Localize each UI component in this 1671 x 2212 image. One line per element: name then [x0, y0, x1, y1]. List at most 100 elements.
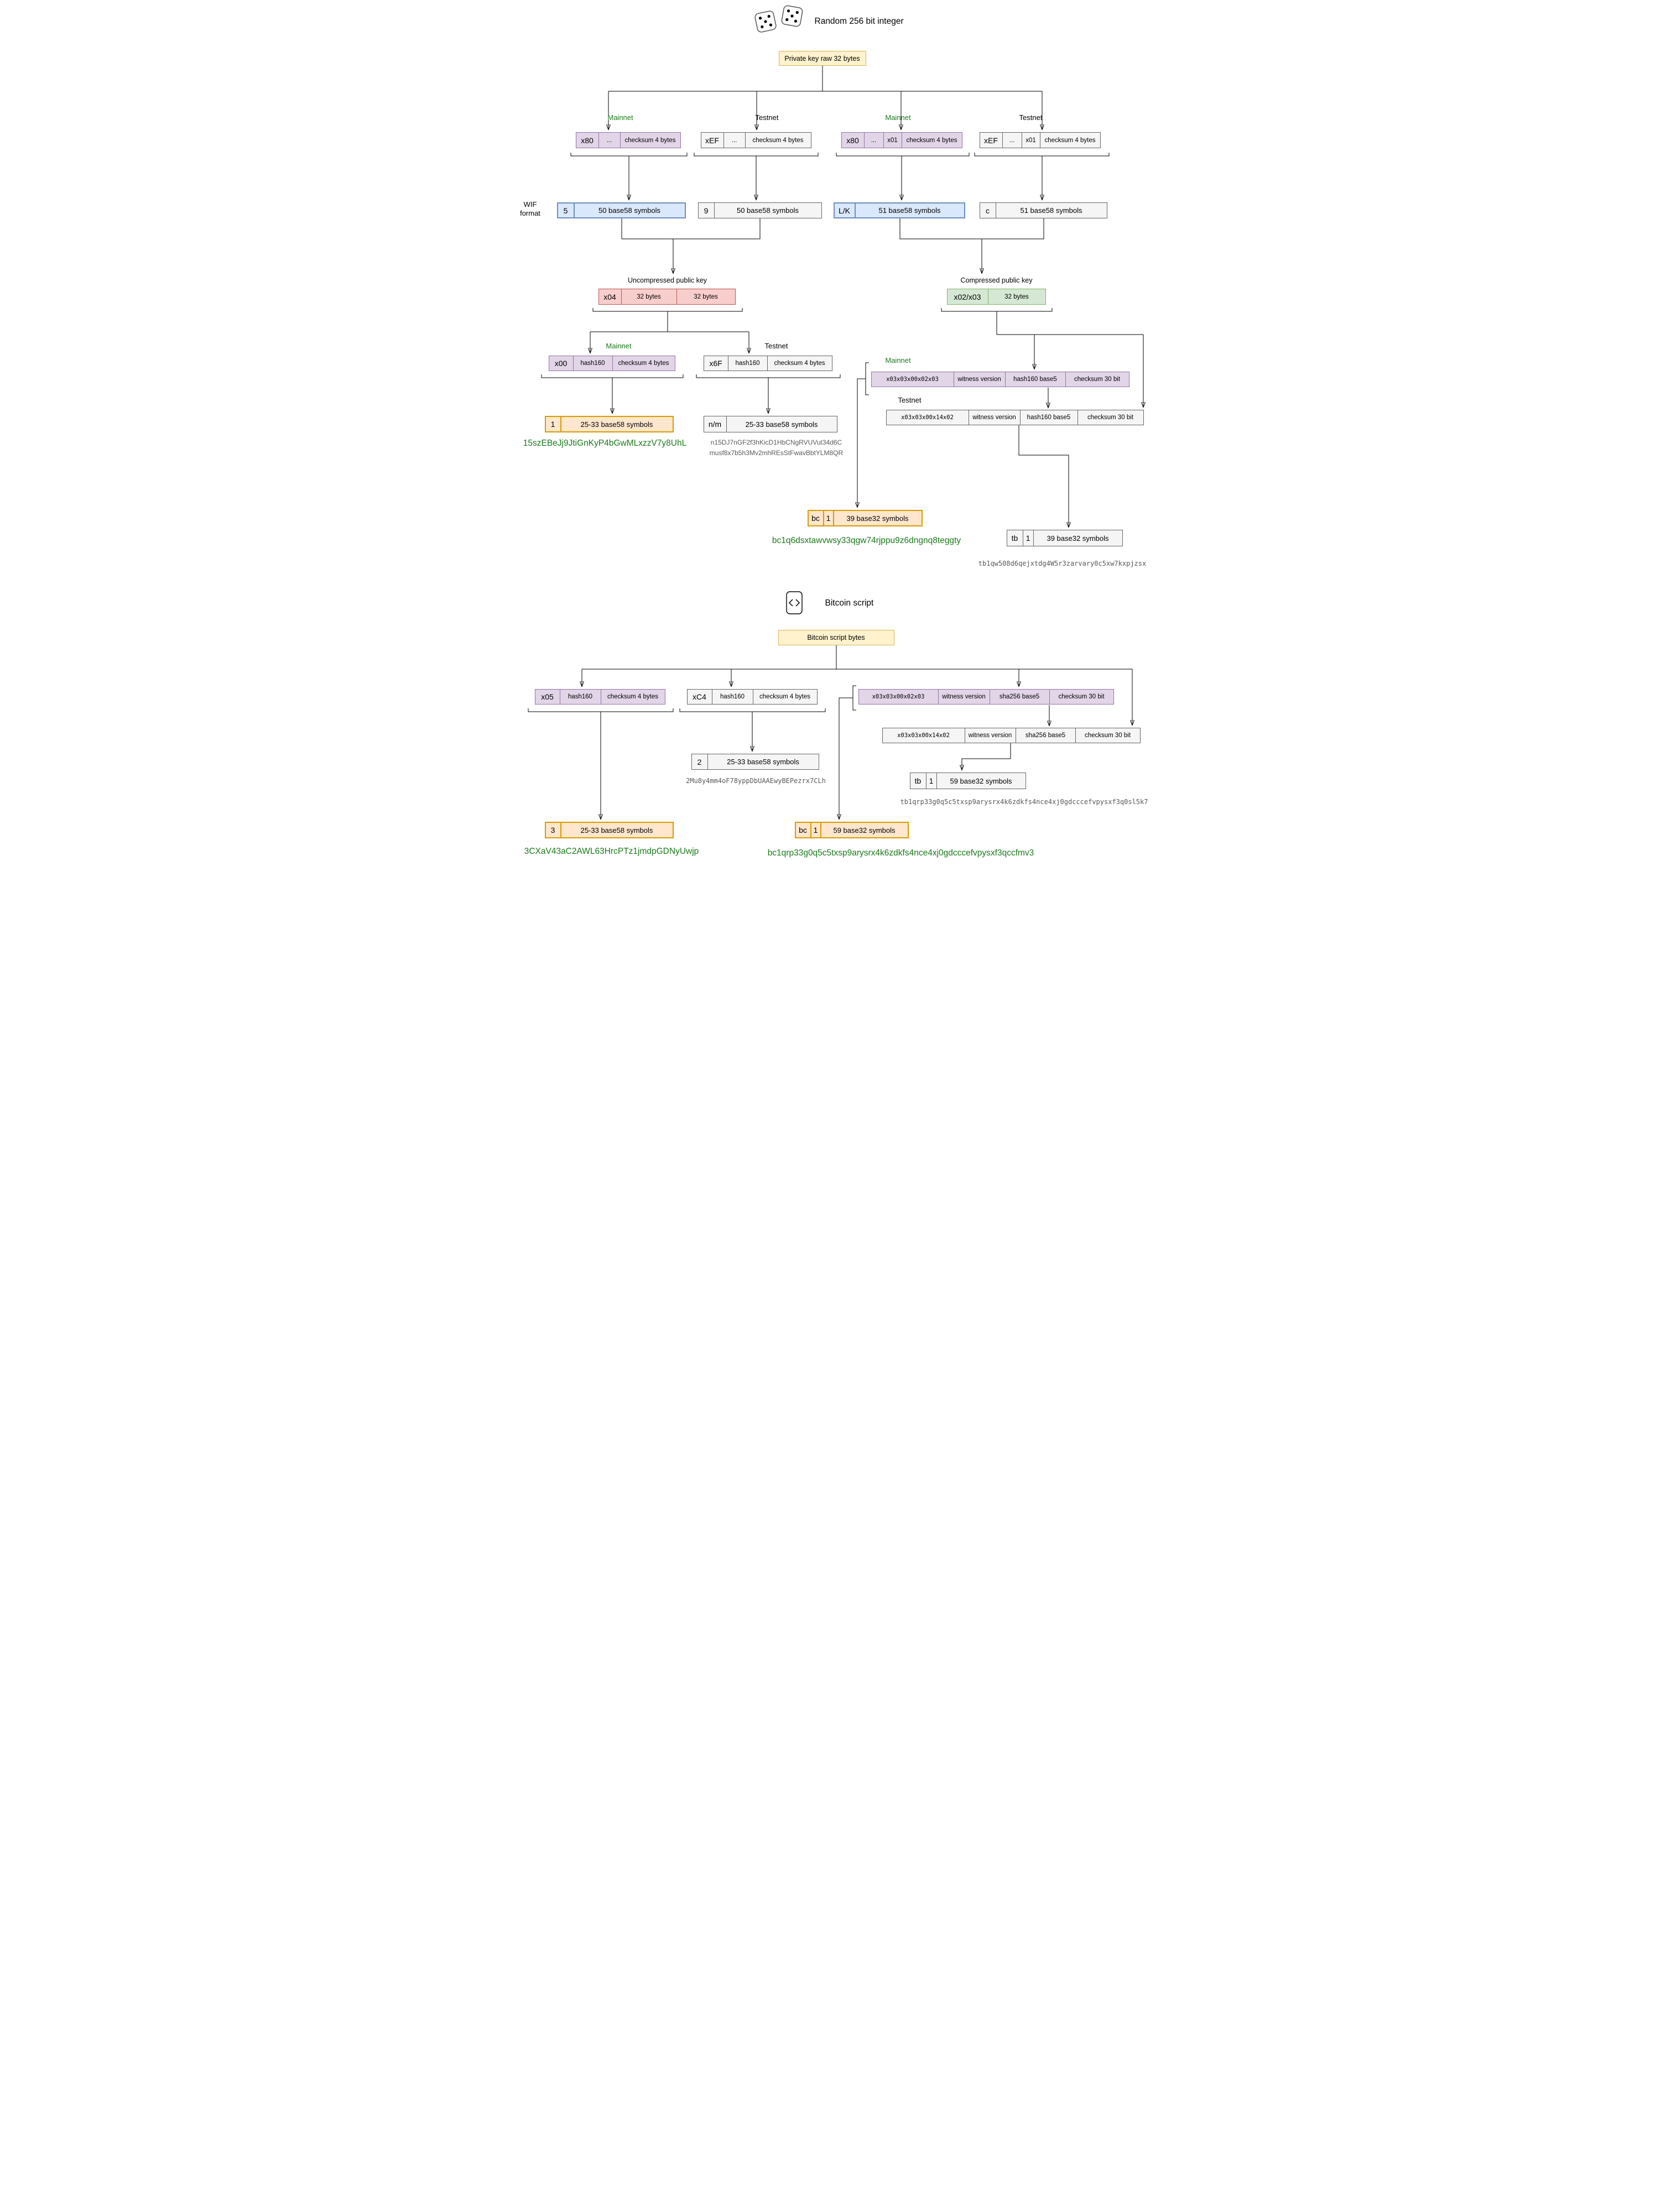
address-example-p2sh-mainnet: 3CXaV43aC2AWL63HrcPTz1jmdpGDNyUwjp: [524, 847, 699, 856]
checksum-bytes: checksum 4 bytes: [767, 356, 832, 371]
bech32-mainnet-address-row: bc 1 39 base32 symbols: [807, 510, 923, 526]
prefix-byte: x04: [598, 289, 622, 305]
prefix-byte: x00: [548, 356, 574, 371]
checksum-bits: checksum 30 bit: [1077, 410, 1144, 425]
wif-body: 50 base58 symbols: [573, 202, 686, 218]
bech32-mainnet-bytes-row: x03x03x00x02x03 witness version hash160 …: [871, 372, 1129, 387]
private-key-box: Private key raw 32 bytes: [778, 51, 866, 66]
sha256-base5: sha256 base5: [1015, 728, 1076, 743]
witness-version: witness version: [964, 728, 1016, 743]
segwit-script-mainnet-address-row: bc 1 59 base32 symbols: [794, 822, 909, 838]
segwit-script-mainnet-bytes-row: x03x03x00x02x03 witness version sha256 b…: [858, 689, 1114, 705]
wif-body: 51 base58 symbols: [854, 202, 965, 218]
p2pkh-mainnet-bytes-row: x00 hash160 checksum 4 bytes: [548, 356, 675, 371]
testnet-label: Testnet: [755, 113, 779, 122]
x-coordinate-bytes: 32 bytes: [621, 289, 677, 305]
address-body: 59 base32 symbols: [936, 773, 1026, 789]
checksum-bytes: checksum 4 bytes: [600, 689, 665, 705]
wif-label-line2: format: [520, 209, 540, 217]
wif-body: 51 base58 symbols: [995, 202, 1107, 218]
testnet-label: Testnet: [898, 396, 922, 404]
bitcoin-address-formats-diagram: Random 256 bit integer Private key raw 3…: [501, 0, 1170, 885]
privkey-testnet-bytes-row: xEF ... checksum 4 bytes: [700, 132, 811, 148]
bech32-testnet-address-row: tb 1 39 base32 symbols: [1006, 530, 1123, 546]
hash160-base5: hash160 base5: [1019, 410, 1078, 425]
p2pkh-mainnet-address-row: 1 25-33 base58 symbols: [544, 416, 674, 432]
mainnet-label: Mainnet: [885, 113, 911, 122]
checksum-bits: checksum 30 bit: [1075, 728, 1141, 743]
checksum-bytes: checksum 4 bytes: [745, 132, 811, 148]
address-example-bech32-mainnet: bc1q6dsxtawvwsy33qgw74rjppu9z6dngnq8tegg…: [772, 536, 961, 545]
address-body: 25-33 base58 symbols: [560, 416, 674, 432]
checksum-bytes: checksum 4 bytes: [901, 132, 962, 148]
p2sh-mainnet-address-row: 3 25-33 base58 symbols: [544, 822, 674, 838]
mainnet-label: Mainnet: [606, 342, 632, 350]
address-example-line1: n15DJ7nGF2f3hKicD1HbCNgRVUVut34d6C: [710, 439, 842, 446]
address-example-line2: musf8x7b5h3Mv2mhREsStFwavBbtYLM8QR: [709, 449, 844, 457]
checksum-bytes: checksum 4 bytes: [752, 689, 818, 705]
address-body: 25-33 base58 symbols: [560, 822, 674, 838]
code-icon: [785, 591, 803, 614]
page-title: Random 256 bit integer: [814, 17, 904, 26]
p2sh-mainnet-bytes-row: x05 hash160 checksum 4 bytes: [534, 689, 665, 705]
privkey-mainnet-bytes-row: x80 ... checksum 4 bytes: [575, 132, 681, 148]
p2sh-testnet-bytes-row: xC4 hash160 checksum 4 bytes: [686, 689, 818, 705]
address-prefix: n/m: [703, 416, 727, 432]
wif-mainnet-compressed-row: L/K 51 base58 symbols: [833, 202, 965, 218]
hrp-bytes: x03x03x00x14x02: [882, 728, 965, 743]
prefix-byte: x80: [575, 132, 599, 148]
p2sh-testnet-address-row: 2 25-33 base58 symbols: [691, 754, 819, 770]
x-coordinate-bytes: 32 bytes: [987, 289, 1046, 305]
wif-body: 50 base58 symbols: [714, 202, 822, 218]
address-prefix: 1: [544, 416, 561, 432]
wif-format-label: WIF format: [515, 200, 546, 218]
dice-icon: [754, 5, 803, 33]
payload-bytes: ...: [723, 132, 746, 148]
checksum-bytes: checksum 4 bytes: [1039, 132, 1101, 148]
sha256-base5: sha256 base5: [989, 689, 1050, 705]
payload-bytes: ...: [598, 132, 621, 148]
address-body: 39 base32 symbols: [1033, 530, 1123, 546]
testnet-label: Testnet: [1019, 113, 1043, 122]
address-hrp: tb: [1006, 530, 1023, 546]
script-bytes-box: Bitcoin script bytes: [778, 630, 894, 645]
privkey-mainnet-compressed-bytes-row: x80 ... x01 checksum 4 bytes: [841, 132, 962, 148]
address-body: 25-33 base58 symbols: [726, 416, 837, 432]
payload-bytes: ...: [1002, 132, 1022, 148]
checksum-bits: checksum 30 bit: [1049, 689, 1114, 705]
uncompressed-pubkey-label: Uncompressed public key: [627, 276, 707, 284]
address-example-p2pkh-testnet: n15DJ7nGF2f3hKicD1HbCNgRVUVut34d6C musf8…: [710, 437, 843, 458]
prefix-byte: x80: [841, 132, 865, 148]
uncompressed-pubkey-row: x04 32 bytes 32 bytes: [598, 289, 736, 305]
testnet-label: Testnet: [764, 342, 788, 350]
prefix-byte: x02/x03: [946, 289, 988, 305]
wif-prefix: 5: [556, 202, 575, 218]
address-body: 25-33 base58 symbols: [707, 754, 819, 770]
wif-prefix: L/K: [833, 202, 856, 218]
compressed-pubkey-label: Compressed public key: [960, 276, 1033, 284]
hrp-bytes: x03x03x00x02x03: [871, 372, 954, 387]
suffix-byte: x01: [883, 132, 902, 148]
hash160-bytes: hash160: [727, 356, 768, 371]
mainnet-label: Mainnet: [885, 356, 911, 364]
address-hrp: tb: [909, 773, 926, 789]
witness-version: witness version: [968, 410, 1021, 425]
address-separator: 1: [810, 822, 821, 838]
prefix-byte: xEF: [700, 132, 724, 148]
wif-testnet-compressed-row: c 51 base58 symbols: [979, 202, 1107, 218]
wif-mainnet-row: 5 50 base58 symbols: [556, 202, 686, 218]
address-prefix: 3: [544, 822, 561, 838]
witness-version: witness version: [953, 372, 1006, 387]
checksum-bytes: checksum 4 bytes: [620, 132, 681, 148]
segwit-script-testnet-bytes-row: x03x03x00x14x02 witness version sha256 b…: [882, 728, 1141, 743]
suffix-byte: x01: [1021, 132, 1040, 148]
hash160-bytes: hash160: [572, 356, 613, 371]
address-separator: 1: [1022, 530, 1034, 546]
checksum-bytes: checksum 4 bytes: [612, 356, 675, 371]
witness-version: witness version: [938, 689, 990, 705]
p2pkh-testnet-bytes-row: x6F hash160 checksum 4 bytes: [703, 356, 832, 371]
prefix-byte: xC4: [686, 689, 712, 705]
mainnet-label: Mainnet: [607, 113, 633, 122]
address-example-segwit-script-testnet: tb1qrp33g0q5c5txsp9arysrx4k6zdkfs4nce4xj…: [900, 798, 1148, 806]
bech32-testnet-bytes-row: x03x03x00x14x02 witness version hash160 …: [886, 410, 1144, 425]
